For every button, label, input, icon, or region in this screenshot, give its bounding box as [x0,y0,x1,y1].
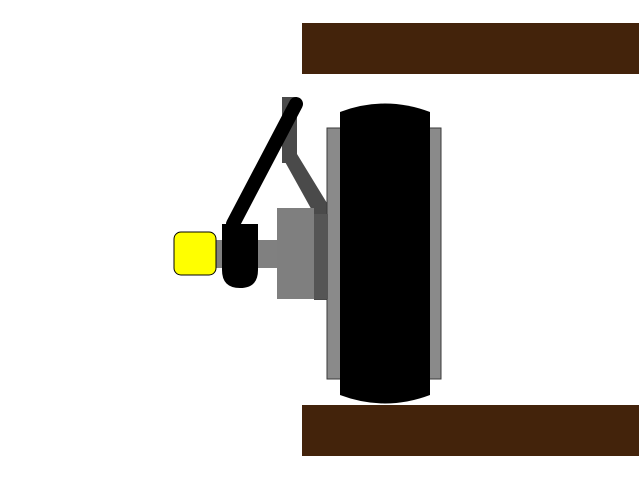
lever-arm [222,97,303,288]
top-wood-beam [302,23,639,74]
hub-block [277,208,328,299]
wheel-rim [326,127,442,380]
yellow-knob[interactable] [173,231,217,276]
wheel-tire [340,103,430,404]
bottom-wood-beam [302,405,639,456]
